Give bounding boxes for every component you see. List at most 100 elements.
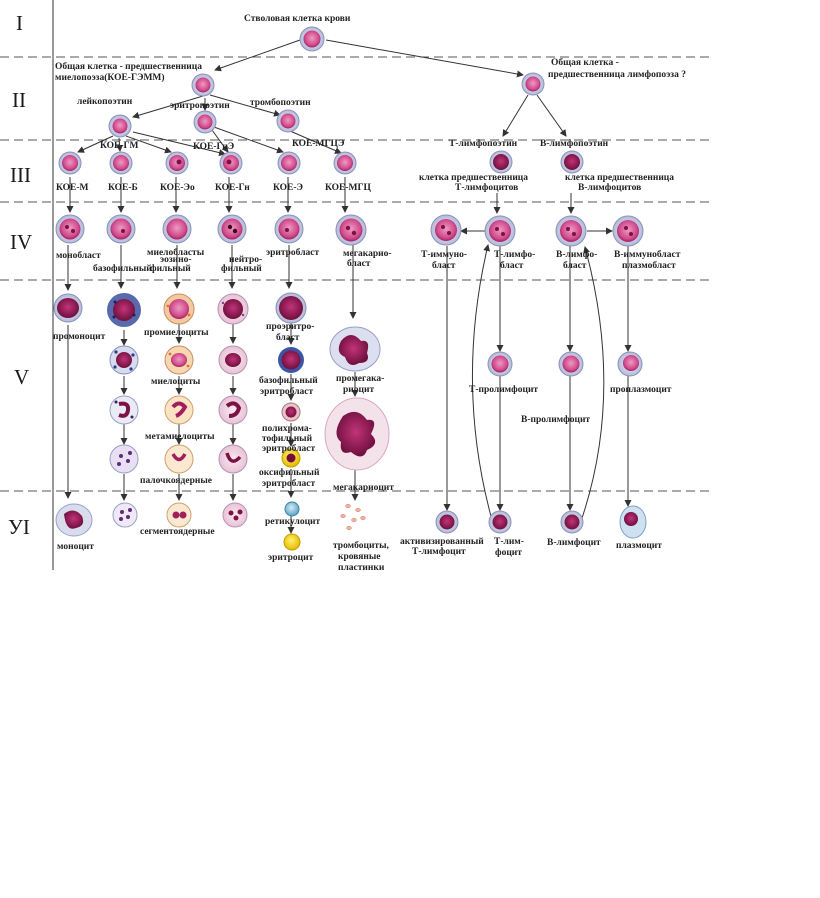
b-precursor-cell	[560, 150, 584, 174]
koe-mgc-label: КОЕ-МГЦ	[325, 183, 372, 193]
basophilic-myeloblast-cell	[106, 214, 136, 244]
leukopoietin-label: лейкопоэтин	[77, 96, 133, 107]
megakaryocyte-label: мегакариоцит	[333, 483, 394, 493]
megakaryoblast-v-cell	[329, 326, 381, 372]
eosinophil-band-cell	[164, 444, 194, 474]
t-prolymphocyte-cell	[487, 351, 513, 377]
reticulocyte-cell	[284, 501, 300, 517]
eosinophil-myelocyte-cell	[164, 345, 194, 375]
b-lymphoblast-label-1: В-лимфо-	[556, 249, 597, 260]
t-lymphoblast-label-1: Т-лимфо-	[494, 249, 535, 260]
koe-mgc-cell	[333, 151, 357, 175]
polychromatophilic-label-1: полихрома-	[262, 424, 312, 434]
promegakaryocyte-label-1: промегака-	[336, 374, 384, 384]
b-lymphoblast-label-2: бласт	[563, 260, 587, 271]
basophilic-erythroblast-cell	[278, 347, 304, 373]
eosinophilic-label-1: эозино-	[160, 255, 192, 265]
proplasmocyte-label: проплазмоцит	[610, 385, 672, 395]
thrombopoietin-label: тромбопоэтин	[250, 97, 311, 108]
monoblast-cell	[55, 214, 85, 244]
lymphopoiesis-label-1: Общая клетка -	[551, 57, 619, 68]
connector-arrows	[64, 39, 632, 534]
stage-numerals: I II III IV V УI	[8, 11, 32, 539]
koe-b-label: КОЕ-Б	[108, 183, 138, 193]
stem-cell	[299, 26, 325, 52]
t-lymphoblast-cell	[484, 215, 516, 247]
koe-gn-cell	[219, 151, 243, 175]
koe-e-cell	[277, 151, 301, 175]
stage-4-label: IV	[10, 230, 32, 254]
stem-label: Стволовая клетка крови	[244, 14, 351, 24]
polychromatophilic-label-3: эритробласт	[262, 443, 315, 454]
eosinophil-promyelocyte-cell	[163, 293, 195, 325]
koe-b-cell	[109, 151, 133, 175]
plasmocyte-label: плазмоцит	[616, 541, 662, 551]
neutrophil-band-cell	[218, 444, 248, 474]
oxyphilic-erythroblast-cell	[281, 448, 301, 468]
plasmocyte-cell	[619, 505, 647, 539]
erythrocyte-cell	[283, 533, 301, 551]
cells	[53, 26, 647, 551]
t-immunoblast-label-1: Т-иммуно-	[421, 250, 467, 260]
polychromatophilic-erythroblast-cell	[281, 402, 301, 422]
promegakaryocyte-label-2: риоцит	[343, 385, 374, 395]
t-precursor-label-1: клетка предшественница	[419, 173, 528, 183]
neutrophilic-label-1: нейтро-	[229, 254, 262, 265]
koe-mgce-label: КОЕ-МГЦЭ	[292, 139, 344, 149]
oxyphilic-erythroblast-label-2: эритробласт	[262, 478, 315, 489]
reticulocyte-label: ретикулоцит	[265, 517, 321, 527]
myelopoiesis-precursor-cell	[191, 73, 215, 97]
monoblast-label: монобласт	[56, 250, 101, 261]
eosinophil-segmented-cell	[166, 502, 192, 528]
koe-m-label: КОЕ-М	[56, 183, 89, 193]
stage-6-label: УI	[8, 515, 30, 539]
basophilic-erythroblast-label-2: эритробласт	[260, 386, 313, 397]
lymphopoiesis-precursor-cell	[521, 72, 545, 96]
megakaryoblast-cell	[335, 214, 367, 246]
basophil-segmented-cell	[112, 502, 138, 528]
koe-gie-label: КОЕ-ГиЭ	[193, 142, 234, 152]
t-precursor-label-2: Т-лимфоцитов	[455, 182, 518, 193]
labels: Стволовая клетка крови Общая клетка - пр…	[53, 14, 686, 573]
basophil-metamyelocyte-cell	[109, 395, 139, 425]
b-precursor-label-2: В-лимфоцитов	[578, 182, 641, 193]
basophilic-label: базофильный	[93, 263, 152, 274]
koe-gie-cell	[193, 110, 217, 134]
koe-gm-cell	[108, 114, 132, 138]
stage-3-label: III	[10, 163, 31, 187]
neutrophil-metamyelocyte-cell	[218, 395, 248, 425]
segmented-label: сегментоядерные	[140, 527, 215, 537]
erythropoietin-label: эритропоэтин	[170, 101, 230, 111]
t-precursor-cell	[489, 150, 513, 174]
myeloblasts-label: миелобласты	[147, 247, 205, 258]
proerythroblast-label-1: проэритро-	[266, 322, 314, 332]
koe-eo-cell	[165, 151, 189, 175]
t-lymphopoietin-label: Т-лимфопоэтин	[449, 138, 518, 149]
basophil-band-cell	[109, 444, 139, 474]
myelocytes-label: миелоциты	[151, 377, 201, 387]
neutrophilic-myeloblast-cell	[217, 214, 247, 244]
megakaryoblast-label-1: мегакарио-	[343, 249, 392, 259]
megakaryoblast-label-2: бласт	[347, 258, 371, 269]
erythroblast-label: эритробласт	[266, 247, 319, 258]
monocyte-label: моноцит	[57, 542, 94, 552]
platelets-label-2: кровяные	[338, 552, 381, 562]
activated-t-lymphocyte-label-2: Т-лимфоцит	[412, 546, 466, 557]
promonocyte-cell	[53, 293, 83, 323]
activated-t-lymphocyte-label-1: активизированный	[400, 536, 484, 547]
stage-5-label: V	[14, 365, 29, 389]
b-prolymphocyte-label: В-пролимфоцит	[521, 414, 590, 425]
b-lymphocyte-label: В-лимфоцит	[547, 537, 601, 548]
eosinophil-metamyelocyte-cell	[164, 395, 194, 425]
koe-e-label: КОЕ-Э	[273, 183, 303, 193]
stage-1-label: I	[16, 11, 23, 35]
polychromatophilic-label-2: тофильный	[262, 433, 313, 444]
koe-m-cell	[58, 151, 82, 175]
b-lymphocyte-cell	[560, 510, 584, 534]
megakaryocyte-v-cell	[324, 397, 390, 471]
erythrocyte-label: эритроцит	[268, 553, 314, 563]
t-immunoblast-label-2: бласт	[432, 260, 456, 271]
promonocyte-label: промоноцит	[53, 332, 106, 342]
neutrophil-segmented-cell	[222, 502, 248, 528]
